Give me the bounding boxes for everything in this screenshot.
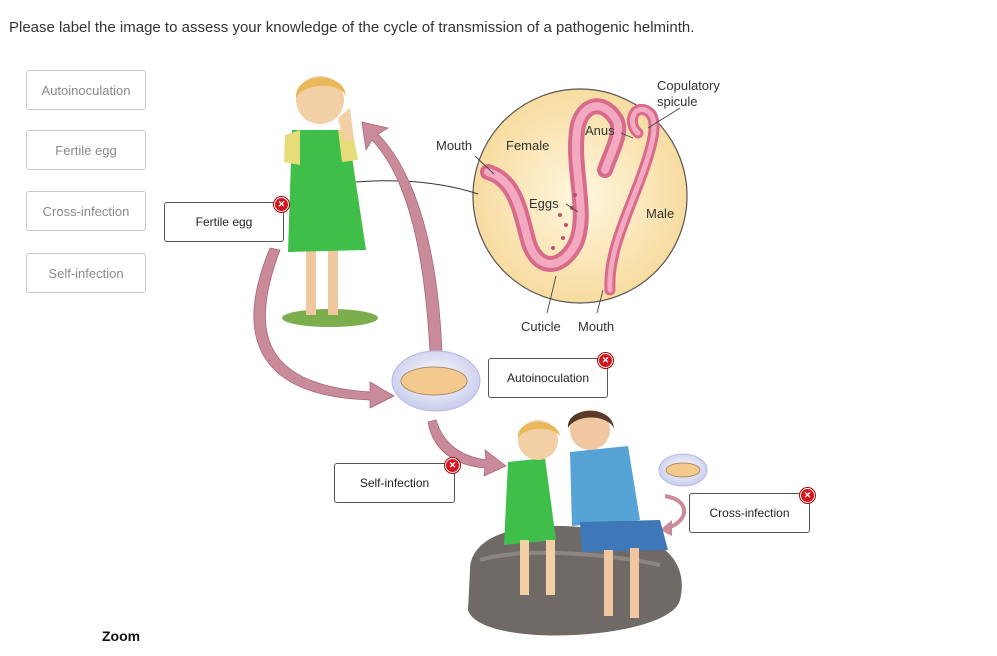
- label-copulatory: Copulatory: [657, 78, 720, 93]
- bank-label-autoinoculation[interactable]: Autoinoculation: [26, 70, 146, 110]
- child-standing-figure: [282, 76, 378, 327]
- zoom-button[interactable]: Zoom: [102, 628, 141, 644]
- label-anus: Anus: [585, 123, 615, 138]
- drop-zone-self-infection-text: Self-infection: [359, 476, 430, 490]
- drop-zone-cross-infection-text: Cross-infection: [709, 506, 790, 520]
- bank-label-self-infection[interactable]: Self-infection: [26, 253, 146, 293]
- label-eggs: Eggs: [529, 196, 559, 211]
- cycle-arrows: [253, 121, 507, 477]
- drop-zone-fertile-egg[interactable]: Fertile egg ✕: [164, 197, 289, 242]
- drop-zone-autoinoculation[interactable]: Autoinoculation ✕: [488, 353, 613, 398]
- drop-zone-cross-infection[interactable]: Cross-infection ✕: [689, 488, 815, 533]
- x-incorrect-icon: ✕: [800, 488, 815, 503]
- worm-magnified-circle: Mouth Female Anus Copulatory spicule Egg…: [436, 78, 720, 334]
- bank-label-fertile-egg[interactable]: Fertile egg: [26, 130, 146, 170]
- label-female: Female: [506, 138, 549, 153]
- cross-arrow: [664, 494, 687, 530]
- drop-zone-autoinoculation-text: Autoinoculation: [506, 371, 590, 385]
- bank-label-cross-infection[interactable]: Cross-infection: [26, 191, 146, 231]
- fertile-egg-figure: [391, 350, 481, 412]
- two-children-figure: [468, 410, 682, 636]
- x-incorrect-icon: ✕: [274, 197, 289, 212]
- drop-zone-self-infection[interactable]: Self-infection ✕: [334, 458, 460, 503]
- drop-zone-fertile-egg-text: Fertile egg: [195, 215, 253, 229]
- label-male: Male: [646, 206, 674, 221]
- x-incorrect-icon: ✕: [598, 353, 613, 368]
- label-spicule: spicule: [657, 94, 697, 109]
- label-cuticle: Cuticle: [521, 319, 561, 334]
- x-incorrect-icon: ✕: [445, 458, 460, 473]
- label-mouth-top: Mouth: [436, 138, 472, 153]
- small-egg-figure: [658, 453, 708, 487]
- question-text: Please label the image to assess your kn…: [9, 19, 695, 36]
- label-mouth-bottom: Mouth: [578, 319, 614, 334]
